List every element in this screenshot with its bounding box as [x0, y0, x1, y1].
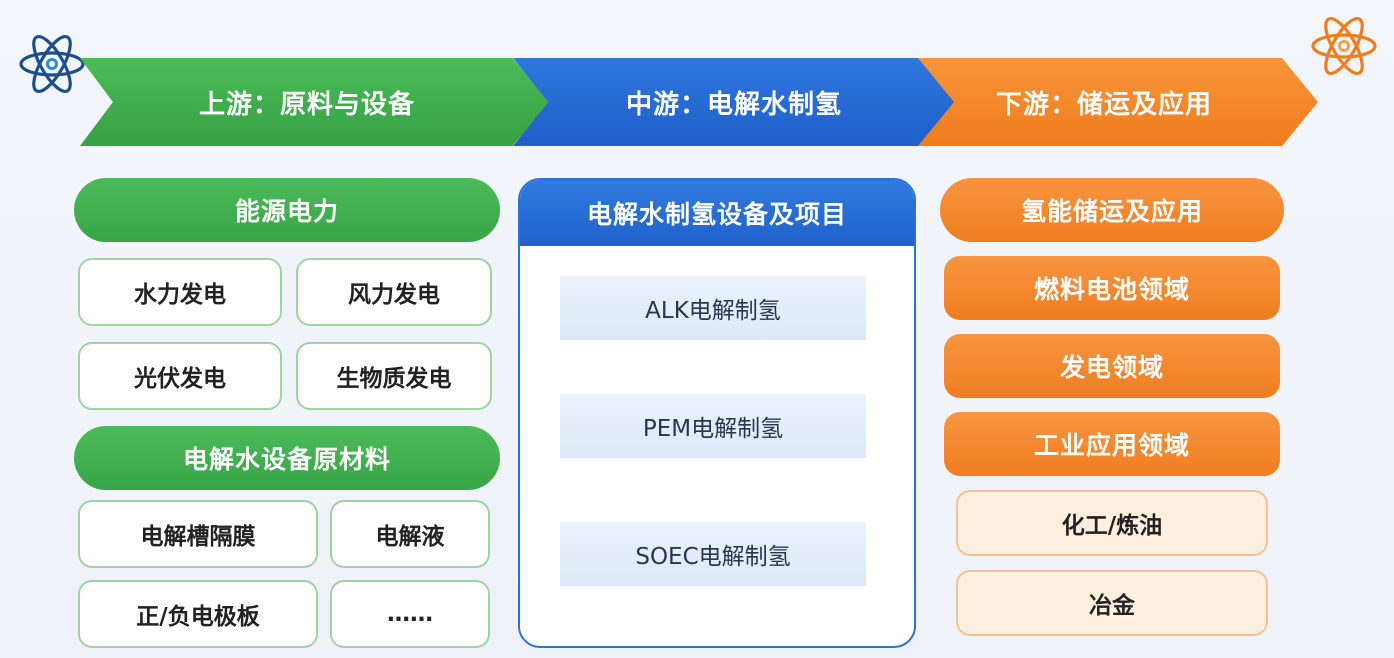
field-fuel-cell: 燃料电池领域 — [944, 256, 1280, 320]
item-label: 光伏发电 — [134, 366, 226, 392]
tech-soec: SOEC电解制氢 — [560, 522, 866, 586]
item-label: …… — [387, 601, 433, 627]
tech-alk: ALK电解制氢 — [560, 276, 866, 340]
sub-item-metallurgy: 冶金 — [956, 570, 1268, 636]
midstream-panel-title: 电解水制氢设备及项目 — [586, 200, 847, 229]
item-label: 风力发电 — [348, 282, 440, 308]
item-label: 水力发电 — [134, 282, 226, 308]
electrolysis-materials-label: 电解水设备原材料 — [182, 445, 391, 474]
sub-item-label: 化工/炼油 — [1061, 513, 1163, 539]
midstream-arrow: 中游：电解水制氢 — [513, 58, 955, 146]
item-label: 生物质发电 — [336, 366, 452, 392]
sub-item-chemical: 化工/炼油 — [956, 490, 1268, 556]
atom-icon — [1311, 16, 1377, 76]
field-label: 发电领域 — [1059, 353, 1164, 382]
upstream-title: 上游：原料与设备 — [198, 89, 415, 120]
hydrogen-storage-label: 氢能储运及应用 — [1020, 197, 1203, 226]
upstream-item-diaphragm: 电解槽隔膜 — [78, 500, 318, 568]
downstream-title: 下游：储运及应用 — [995, 89, 1212, 120]
tech-label: SOEC电解制氢 — [635, 544, 791, 570]
item-label: 电解液 — [375, 524, 445, 550]
upstream-item-electrode: 正/负电极板 — [78, 580, 318, 648]
field-power-generation: 发电领域 — [944, 334, 1280, 398]
tech-pem: PEM电解制氢 — [560, 394, 866, 458]
electrolysis-materials-header: 电解水设备原材料 — [74, 426, 500, 490]
upstream-item-electrolyte: 电解液 — [330, 500, 490, 568]
upstream-item-hydro: 水力发电 — [78, 258, 282, 326]
midstream-panel-header: 电解水制氢设备及项目 — [520, 180, 914, 246]
item-label: 电解槽隔膜 — [140, 524, 256, 550]
upstream-item-wind: 风力发电 — [296, 258, 492, 326]
field-label: 工业应用领域 — [1033, 431, 1190, 460]
hydrogen-storage-header: 氢能储运及应用 — [940, 178, 1284, 242]
upstream-arrow: 上游：原料与设备 — [80, 58, 550, 146]
tech-label: PEM电解制氢 — [642, 416, 784, 442]
midstream-title: 中游：电解水制氢 — [625, 89, 842, 120]
energy-power-label: 能源电力 — [234, 197, 339, 226]
item-label: 正/负电极板 — [136, 604, 260, 630]
field-label: 燃料电池领域 — [1033, 275, 1190, 304]
downstream-arrow: 下游：储运及应用 — [918, 58, 1318, 146]
upstream-item-solar: 光伏发电 — [78, 342, 282, 410]
upstream-item-more: …… — [330, 580, 490, 648]
atom-icon — [19, 34, 85, 94]
energy-power-header: 能源电力 — [74, 178, 500, 242]
sub-item-label: 冶金 — [1089, 593, 1135, 619]
tech-label: ALK电解制氢 — [645, 298, 781, 324]
upstream-item-biomass: 生物质发电 — [296, 342, 492, 410]
field-industrial: 工业应用领域 — [944, 412, 1280, 476]
midstream-panel: 电解水制氢设备及项目 ALK电解制氢 PEM电解制氢 SOEC电解制氢 — [518, 178, 916, 648]
